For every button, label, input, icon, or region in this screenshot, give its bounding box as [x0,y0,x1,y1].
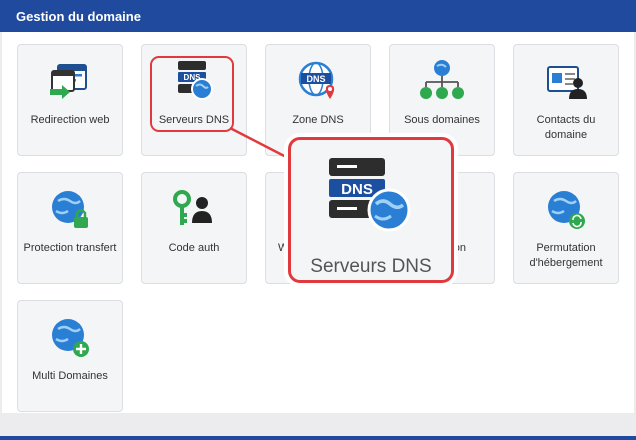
tile-label: Code auth [168,242,220,254]
tile-label: Redirection web [30,114,110,126]
dns-text: DNS [341,181,373,198]
globe-swap-icon [514,187,618,231]
dns-globe-pin-icon: DNS [266,59,370,103]
contact-card-icon [514,59,618,103]
next-section-header-edge [0,436,636,440]
tile-label: Serveurs DNS [158,114,230,126]
tile-code-auth[interactable]: Code auth [141,172,247,284]
subdomain-tree-icon [390,59,494,103]
tile-label: Multi Domaines [32,370,108,382]
tile-label: Contacts du domaine [536,114,596,141]
dns-text: DNS [306,74,325,84]
tile-label: Permutation d'hébergement [529,242,603,269]
tile-protection-transfert[interactable]: Protection transfert [17,172,123,284]
tile-permutation-hebergement[interactable]: Permutation d'hébergement [513,172,619,284]
zoom-label: Serveurs DNS [310,256,432,277]
dns-server-globe-icon: DNS [291,152,451,236]
web-redirect-icon [18,59,122,103]
zoomed-serveurs-dns-callout: DNS Serveurs DNS [288,137,454,283]
globe-lock-icon [18,187,122,231]
key-user-icon [142,187,246,231]
globe-plus-icon [18,315,122,359]
section-title: Gestion du domaine [16,9,141,24]
tile-redirection-web[interactable]: Redirection web [17,44,123,156]
tile-label: Sous domaines [404,114,480,126]
dns-text: DNS [184,73,202,82]
tile-label: Zone DNS [292,114,344,126]
tile-label: Protection transfert [23,242,117,254]
dns-server-globe-icon: DNS [142,59,246,103]
section-header: Gestion du domaine [0,0,636,32]
tile-contacts-du-domaine[interactable]: Contacts du domaine [513,44,619,156]
highlight-serveurs-dns [150,56,234,132]
tile-multi-domaines[interactable]: Multi Domaines [17,300,123,412]
tile-label: W [278,242,289,254]
